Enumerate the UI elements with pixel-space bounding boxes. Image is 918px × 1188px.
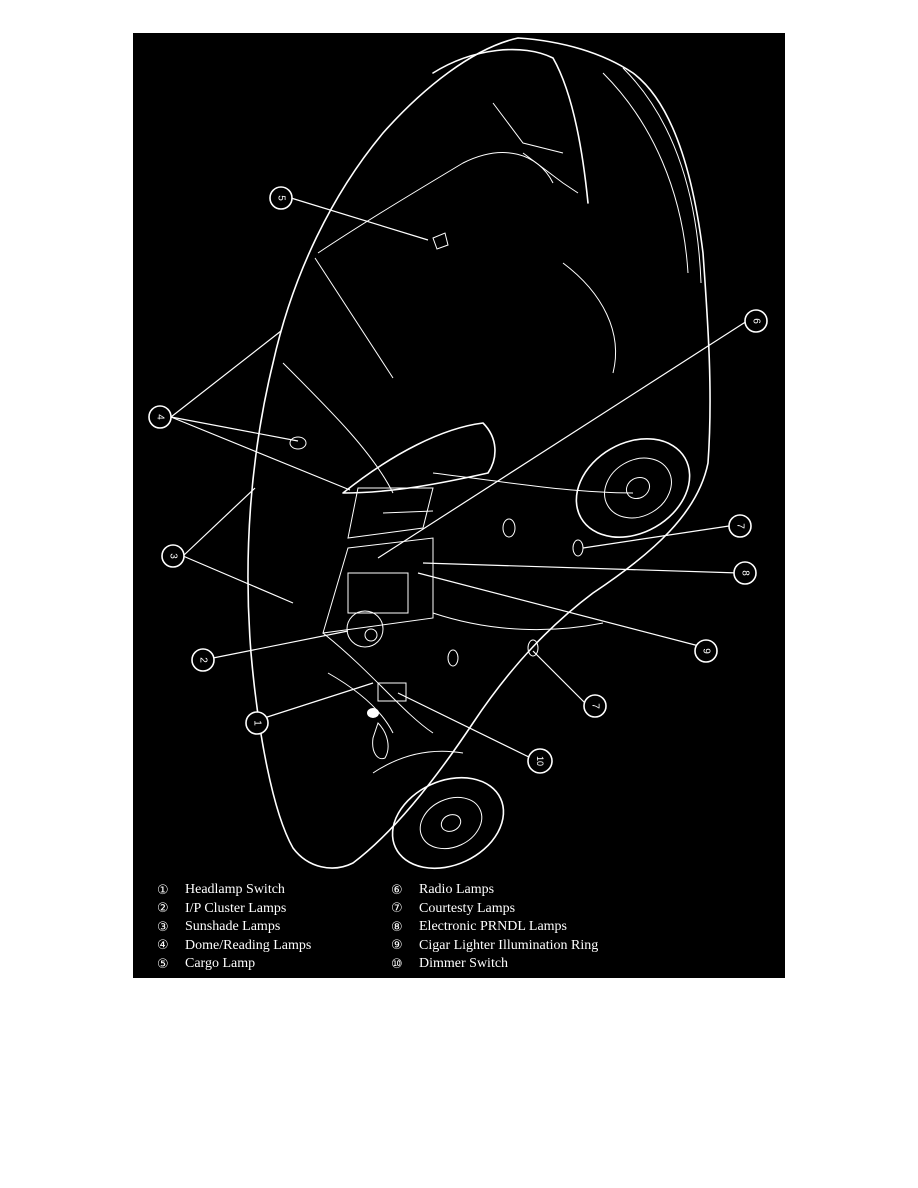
- svg-text:5: 5: [276, 195, 287, 201]
- legend-item: ④ Dome/Reading Lamps: [157, 937, 311, 956]
- legend-item: ⑦ Courtesty Lamps: [391, 900, 598, 919]
- legend-number: ⑧: [391, 919, 403, 935]
- legend-number: ⑦: [391, 901, 403, 917]
- callout-4: 4: [148, 405, 172, 429]
- svg-text:10: 10: [535, 756, 545, 766]
- legend-label: I/P Cluster Lamps: [185, 900, 287, 916]
- svg-text:1: 1: [252, 720, 263, 726]
- svg-text:4: 4: [155, 414, 166, 420]
- svg-text:7: 7: [590, 703, 601, 709]
- legend-label: Radio Lamps: [419, 882, 495, 898]
- legend-number: ②: [157, 901, 169, 917]
- legend-item: ③ Sunshade Lamps: [157, 918, 311, 937]
- legend-number: ⑨: [391, 938, 403, 954]
- svg-text:8: 8: [740, 570, 751, 576]
- callout-2: 2: [191, 648, 215, 672]
- svg-text:9: 9: [701, 648, 712, 654]
- legend-number: ③: [157, 919, 169, 935]
- legend-label: Sunshade Lamps: [185, 919, 281, 935]
- legend-item: ① Headlamp Switch: [157, 881, 311, 900]
- legend-item: ⑥ Radio Lamps: [391, 881, 598, 900]
- leader-lines: [170, 197, 748, 762]
- legend-label: Dome/Reading Lamps: [185, 937, 312, 953]
- callout-1: 1: [245, 711, 269, 735]
- callout-9: 9: [694, 639, 718, 663]
- car-illustration: 5 4 3 2 1 6 7 8 9 7 10: [148, 37, 768, 870]
- legend-number: ④: [157, 938, 169, 954]
- legend-label: Cigar Lighter Illumination Ring: [419, 937, 599, 953]
- svg-text:3: 3: [168, 553, 179, 559]
- svg-text:2: 2: [198, 657, 209, 663]
- callout-8: 8: [733, 561, 757, 585]
- legend-item: ② I/P Cluster Lamps: [157, 900, 311, 919]
- legend-label: Electronic PRNDL Lamps: [419, 919, 568, 935]
- callout-6: 6: [744, 309, 768, 333]
- legend-label: Cargo Lamp: [185, 956, 256, 972]
- legend-item: ⑧ Electronic PRNDL Lamps: [391, 918, 598, 937]
- callout-5: 5: [269, 186, 293, 210]
- legend-column-right: ⑥ Radio Lamps ⑦ Courtesty Lamps ⑧ Electr…: [391, 881, 598, 974]
- legend-number: ⑩: [391, 956, 403, 972]
- callout-7a: 7: [728, 514, 752, 538]
- legend-column-left: ① Headlamp Switch ② I/P Cluster Lamps ③ …: [157, 881, 311, 974]
- legend-label: Dimmer Switch: [419, 956, 509, 972]
- svg-text:6: 6: [751, 318, 762, 324]
- legend-item: ⑩ Dimmer Switch: [391, 955, 598, 974]
- legend-number: ①: [157, 882, 169, 898]
- legend-item: ⑨ Cigar Lighter Illumination Ring: [391, 937, 598, 956]
- legend-label: Courtesty Lamps: [419, 900, 516, 916]
- vehicle-lamp-diagram: 5 4 3 2 1 6 7 8 9 7 10: [133, 33, 785, 978]
- callout-3: 3: [161, 544, 185, 568]
- callout-10: 10: [527, 748, 553, 774]
- svg-text:7: 7: [735, 523, 746, 529]
- car-body: [247, 37, 711, 870]
- callout-7b: 7: [583, 694, 607, 718]
- legend-item: ⑤ Cargo Lamp: [157, 955, 311, 974]
- legend-number: ⑥: [391, 882, 403, 898]
- legend-label: Headlamp Switch: [185, 882, 285, 898]
- legend: ① Headlamp Switch ② I/P Cluster Lamps ③ …: [133, 881, 785, 976]
- legend-number: ⑤: [157, 956, 169, 972]
